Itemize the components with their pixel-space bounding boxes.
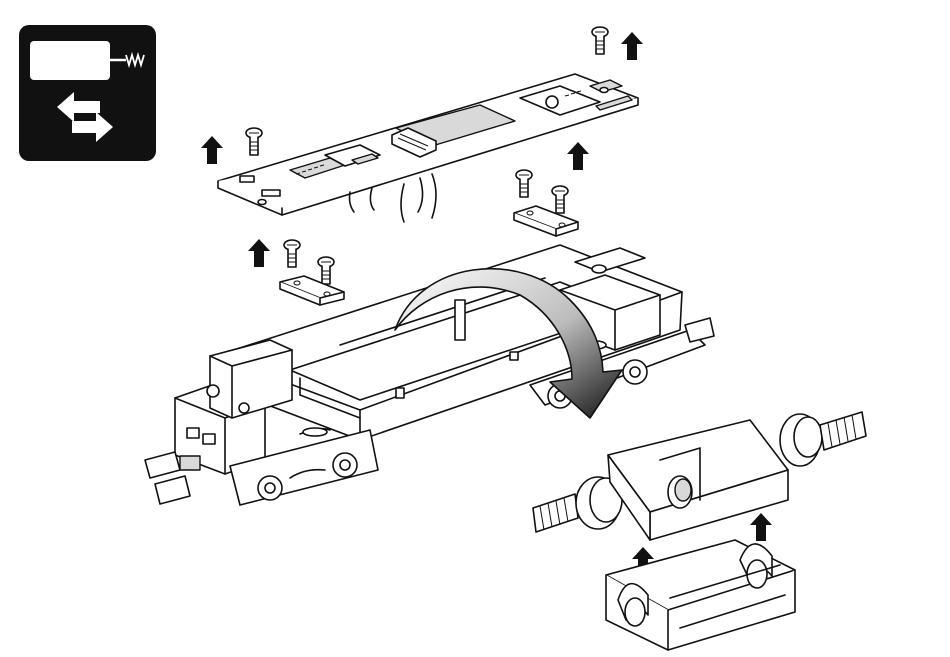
swap-decoder-icon	[19, 25, 156, 161]
motor	[533, 412, 866, 540]
